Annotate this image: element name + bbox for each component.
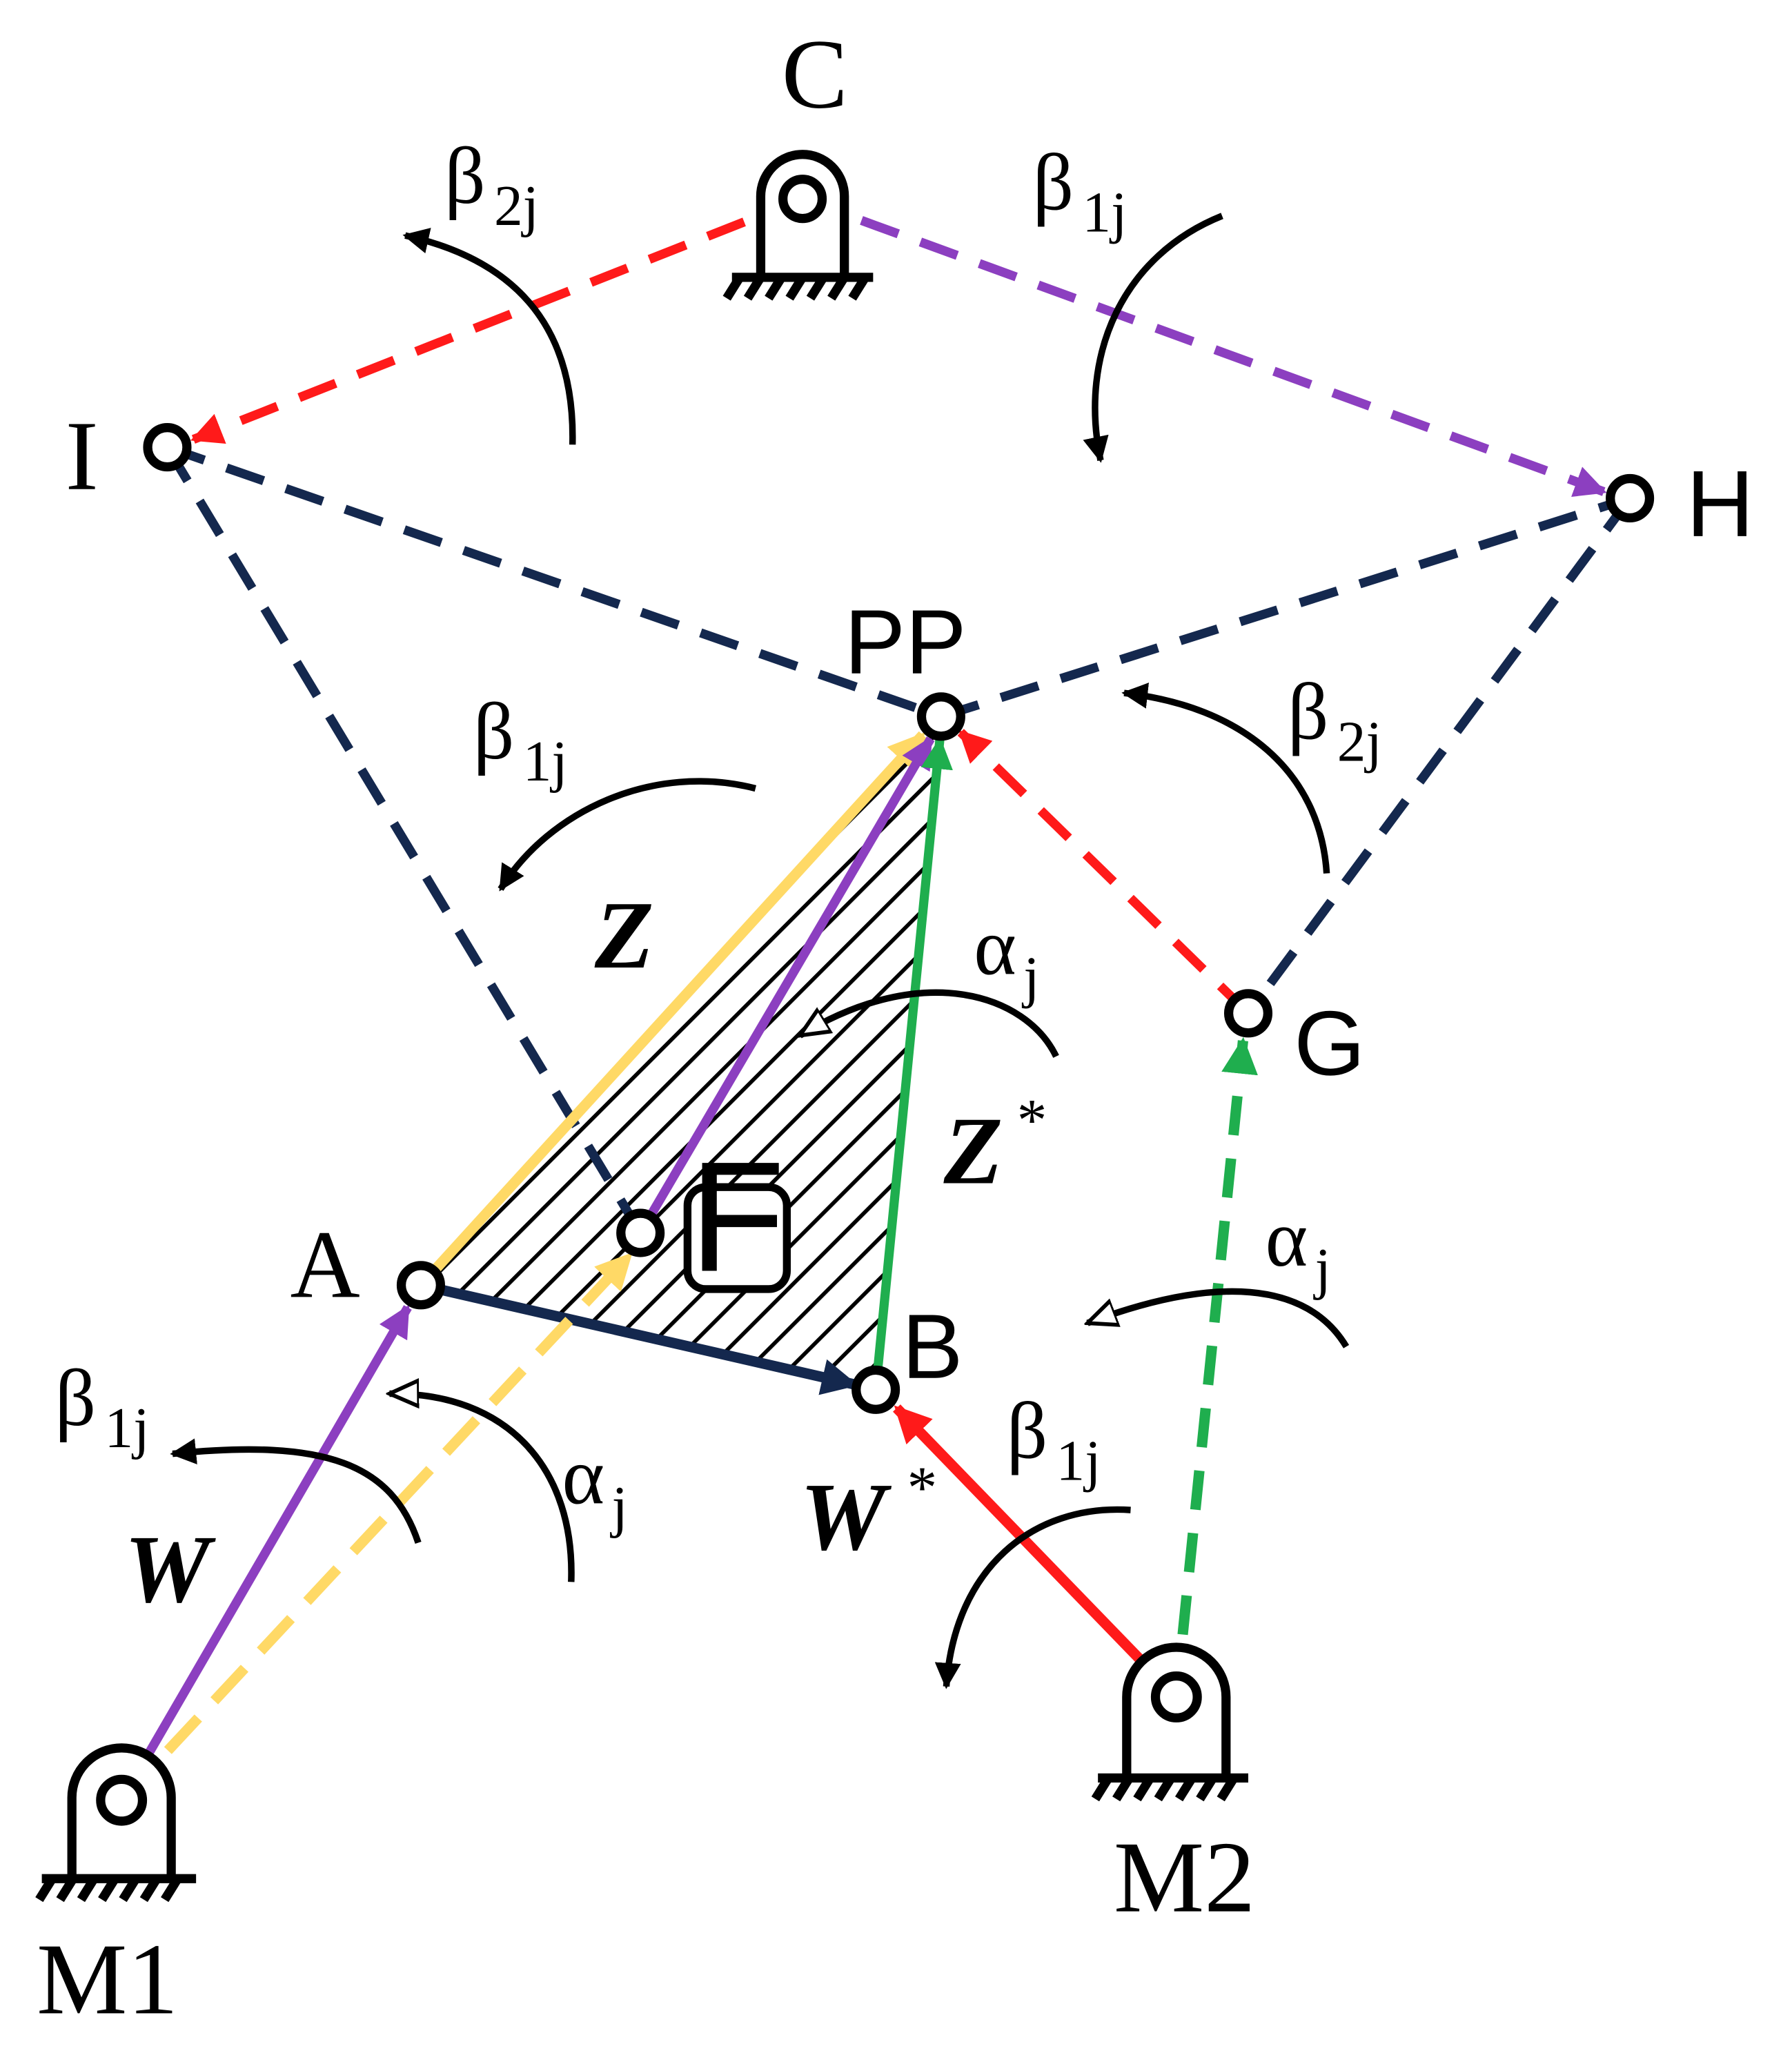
joint-G bbox=[1223, 989, 1273, 1038]
link-H-G bbox=[1244, 495, 1634, 1017]
label-beta1j-bottom: β 1j bbox=[1007, 1386, 1101, 1493]
svg-text:Z: Z bbox=[943, 1098, 1003, 1205]
label-beta1j-left: β 1j bbox=[55, 1353, 150, 1460]
svg-text:W: W bbox=[800, 1464, 892, 1571]
svg-text:2j: 2j bbox=[494, 175, 539, 238]
label-beta1j-mid: β 1j bbox=[473, 687, 568, 794]
arrow-beta2j-top bbox=[402, 228, 576, 445]
label-vector-Z: Z bbox=[594, 882, 654, 989]
joint-M1 bbox=[96, 1774, 148, 1826]
arrow-beta1j-bottom bbox=[934, 1506, 1131, 1689]
label-vector-Z-star: Z * bbox=[943, 1086, 1047, 1205]
label-C: C bbox=[782, 20, 848, 130]
link-C-H bbox=[800, 194, 1607, 497]
label-M2: M2 bbox=[1114, 1820, 1255, 1934]
link-I-PP bbox=[166, 442, 943, 721]
link-M1-F bbox=[117, 1251, 634, 1804]
label-alphaj-right: α j bbox=[1266, 1194, 1331, 1301]
arrow-alphaj-mid bbox=[800, 989, 1059, 1058]
label-alphaj-left: α j bbox=[562, 1432, 628, 1539]
label-G: G bbox=[1294, 992, 1365, 1095]
joint-F bbox=[616, 1208, 665, 1257]
link-M2-G bbox=[1171, 1037, 1258, 1698]
arrow-beta2j-right bbox=[1121, 683, 1330, 874]
vector-Z bbox=[417, 731, 927, 1289]
link-PP-H bbox=[939, 493, 1632, 721]
svg-text:j: j bbox=[1313, 1237, 1331, 1301]
svg-text:α: α bbox=[562, 1432, 605, 1522]
joint-H bbox=[1606, 473, 1655, 523]
link-I-F bbox=[163, 444, 644, 1235]
svg-text:α: α bbox=[1266, 1194, 1308, 1284]
label-beta2j-top: β 2j bbox=[444, 131, 539, 238]
label-beta1j-top: β 1j bbox=[1032, 137, 1127, 244]
link-C-I bbox=[190, 195, 805, 444]
label-vector-W: W bbox=[124, 1516, 216, 1623]
navy-dashed-links bbox=[163, 442, 1634, 1235]
svg-text:β: β bbox=[473, 687, 515, 776]
label-A: A bbox=[291, 1211, 360, 1318]
label-F: F bbox=[689, 1129, 785, 1304]
svg-text:*: * bbox=[907, 1453, 938, 1520]
vector-W-star bbox=[893, 1404, 1181, 1701]
joint-C bbox=[778, 175, 827, 224]
rotation-arrows bbox=[170, 213, 1350, 1689]
ground-pivot-M2 bbox=[1091, 1642, 1248, 1802]
arrow-beta1j-left bbox=[170, 1438, 422, 1544]
arrow-alphaj-left bbox=[389, 1393, 575, 1582]
joint-A bbox=[396, 1261, 445, 1310]
svg-text:1j: 1j bbox=[105, 1397, 150, 1460]
link-G-PP bbox=[957, 729, 1252, 1017]
ground-pivot-C bbox=[722, 150, 874, 301]
svg-text:α: α bbox=[974, 902, 1016, 992]
vector-Z-star bbox=[871, 736, 953, 1391]
label-box-F bbox=[683, 1183, 791, 1293]
vector-W bbox=[117, 1304, 412, 1803]
svg-text:2j: 2j bbox=[1337, 711, 1382, 774]
coupler-triangle bbox=[420, 716, 941, 1390]
svg-text:j: j bbox=[610, 1475, 628, 1539]
label-B: B bbox=[902, 1296, 963, 1398]
svg-text:β: β bbox=[55, 1353, 97, 1443]
label-H: H bbox=[1686, 451, 1755, 556]
svg-text:j: j bbox=[1021, 946, 1039, 1010]
label-beta2j-right: β 2j bbox=[1288, 667, 1382, 774]
label-vector-W-star: W * bbox=[800, 1453, 937, 1571]
arrow-beta1j-mid bbox=[498, 778, 757, 892]
joint-B bbox=[851, 1365, 900, 1414]
link-A-B bbox=[420, 1279, 859, 1395]
svg-text:1j: 1j bbox=[1056, 1430, 1101, 1493]
svg-text:1j: 1j bbox=[1082, 181, 1127, 245]
svg-text:1j: 1j bbox=[523, 730, 568, 794]
arrow-beta1j-top bbox=[1083, 213, 1223, 463]
joint-M2 bbox=[1150, 1671, 1202, 1722]
label-alphaj-mid: α j bbox=[974, 902, 1039, 1009]
svg-text:*: * bbox=[1017, 1086, 1047, 1153]
label-I: I bbox=[66, 402, 99, 511]
svg-text:β: β bbox=[1007, 1386, 1048, 1475]
vector-F-PP bbox=[636, 736, 935, 1235]
label-PP: PP bbox=[845, 591, 967, 694]
arrow-alphaj-right bbox=[1087, 1288, 1350, 1348]
label-M1: M1 bbox=[37, 1922, 178, 2035]
svg-text:β: β bbox=[444, 131, 486, 221]
svg-text:β: β bbox=[1032, 137, 1074, 227]
joints bbox=[96, 175, 1655, 1826]
joint-PP bbox=[916, 692, 965, 741]
svg-text:β: β bbox=[1288, 667, 1329, 757]
joint-I bbox=[143, 423, 192, 472]
